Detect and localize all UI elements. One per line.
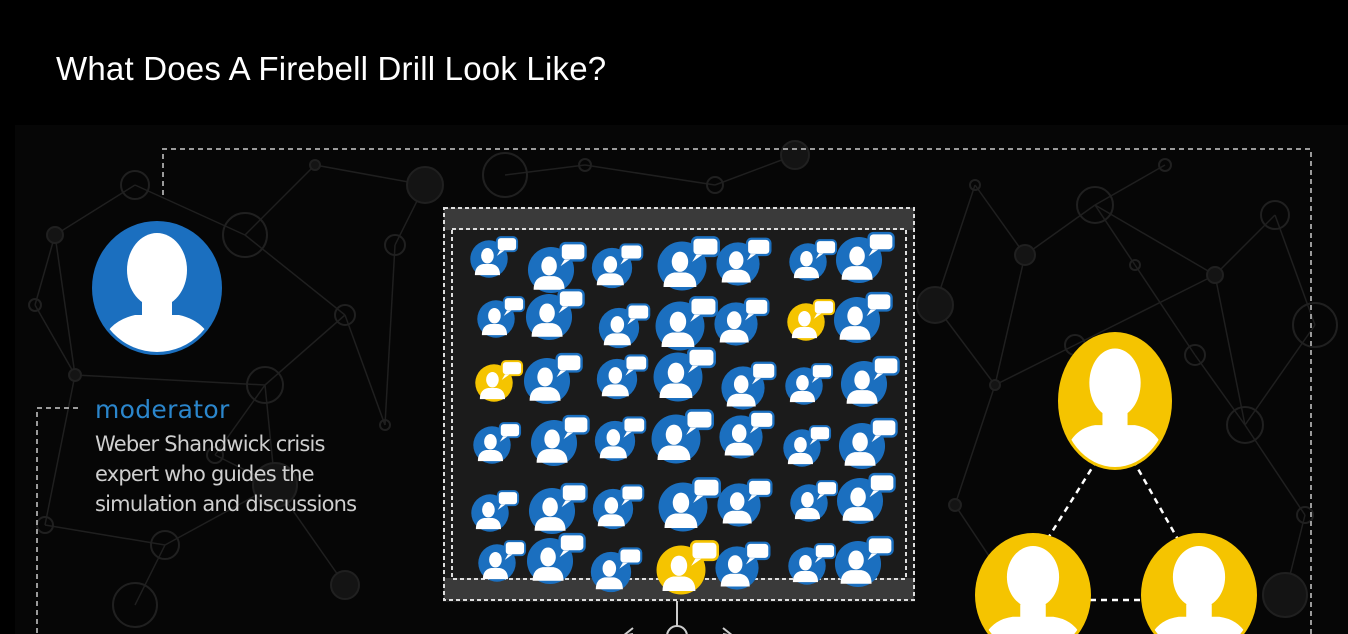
participant-icon [528,482,588,535]
participant-icon [653,347,716,402]
team-member-avatar-icon [1058,332,1172,470]
participant-icon [838,417,898,470]
participant-icon [835,231,895,284]
audience-screen [443,207,915,602]
participant-icon [790,480,839,522]
participant-icon [477,296,526,338]
participant-icon [655,296,718,351]
participant-icon [840,355,900,408]
participant-icon [594,416,647,462]
dashed-connector-left [36,407,78,634]
participant-icon [590,547,643,593]
participant-icon [658,477,721,532]
participant-icon [789,239,838,281]
moderator-description-line: simulation and discussions [95,492,357,516]
participant-icon [527,241,587,294]
participant-icon [719,410,775,459]
moderator-avatar-icon [92,221,222,355]
participant-icon [471,490,520,532]
participant-icon [715,541,771,590]
participant-icon [523,352,583,405]
participant-icon [657,236,720,291]
network-background [28,140,1338,628]
moderator-description-line: expert who guides the [95,462,315,486]
moderator-description-line: Weber Shandwick crisis [95,432,325,456]
participant-icon [475,360,524,402]
participant-icon [836,472,896,525]
participant-icon [785,363,834,405]
team-member-avatar-icon [1141,533,1257,634]
participant-icon [592,484,645,530]
participant-icon [478,540,527,582]
infographic: moderator Weber Shandwick crisis expert … [15,125,1348,634]
participant-icon [526,532,586,585]
team-member-avatar-icon [975,533,1091,634]
participant-icon [833,291,893,344]
participant-icon [470,236,519,278]
participant-icon [716,237,772,286]
team-hierarchy [975,332,1257,634]
participant-icon [714,297,770,346]
participant-icon [530,414,590,467]
participant-icon [598,303,651,349]
moderator-description: Weber Shandwick crisis expert who guides… [95,429,365,519]
participant-icon [834,535,894,588]
participant-icon [651,409,714,464]
participant-icon [787,299,836,341]
infographic-graphic [28,140,1338,634]
screen-stand [623,601,733,634]
participant-icon [525,288,585,341]
participant-icon [473,422,522,464]
dashed-connector-top [162,148,1312,634]
slide-title: What Does A Firebell Drill Look Like? [56,50,607,87]
participant-icon [656,540,719,595]
participant-icon [591,243,644,289]
participant-icon [788,543,837,585]
participant-icon [717,478,773,527]
participant-icon [721,361,777,410]
participant-grid [470,231,900,595]
participant-icon [783,425,832,467]
participant-icon [596,354,649,400]
moderator-label: moderator [95,395,230,424]
